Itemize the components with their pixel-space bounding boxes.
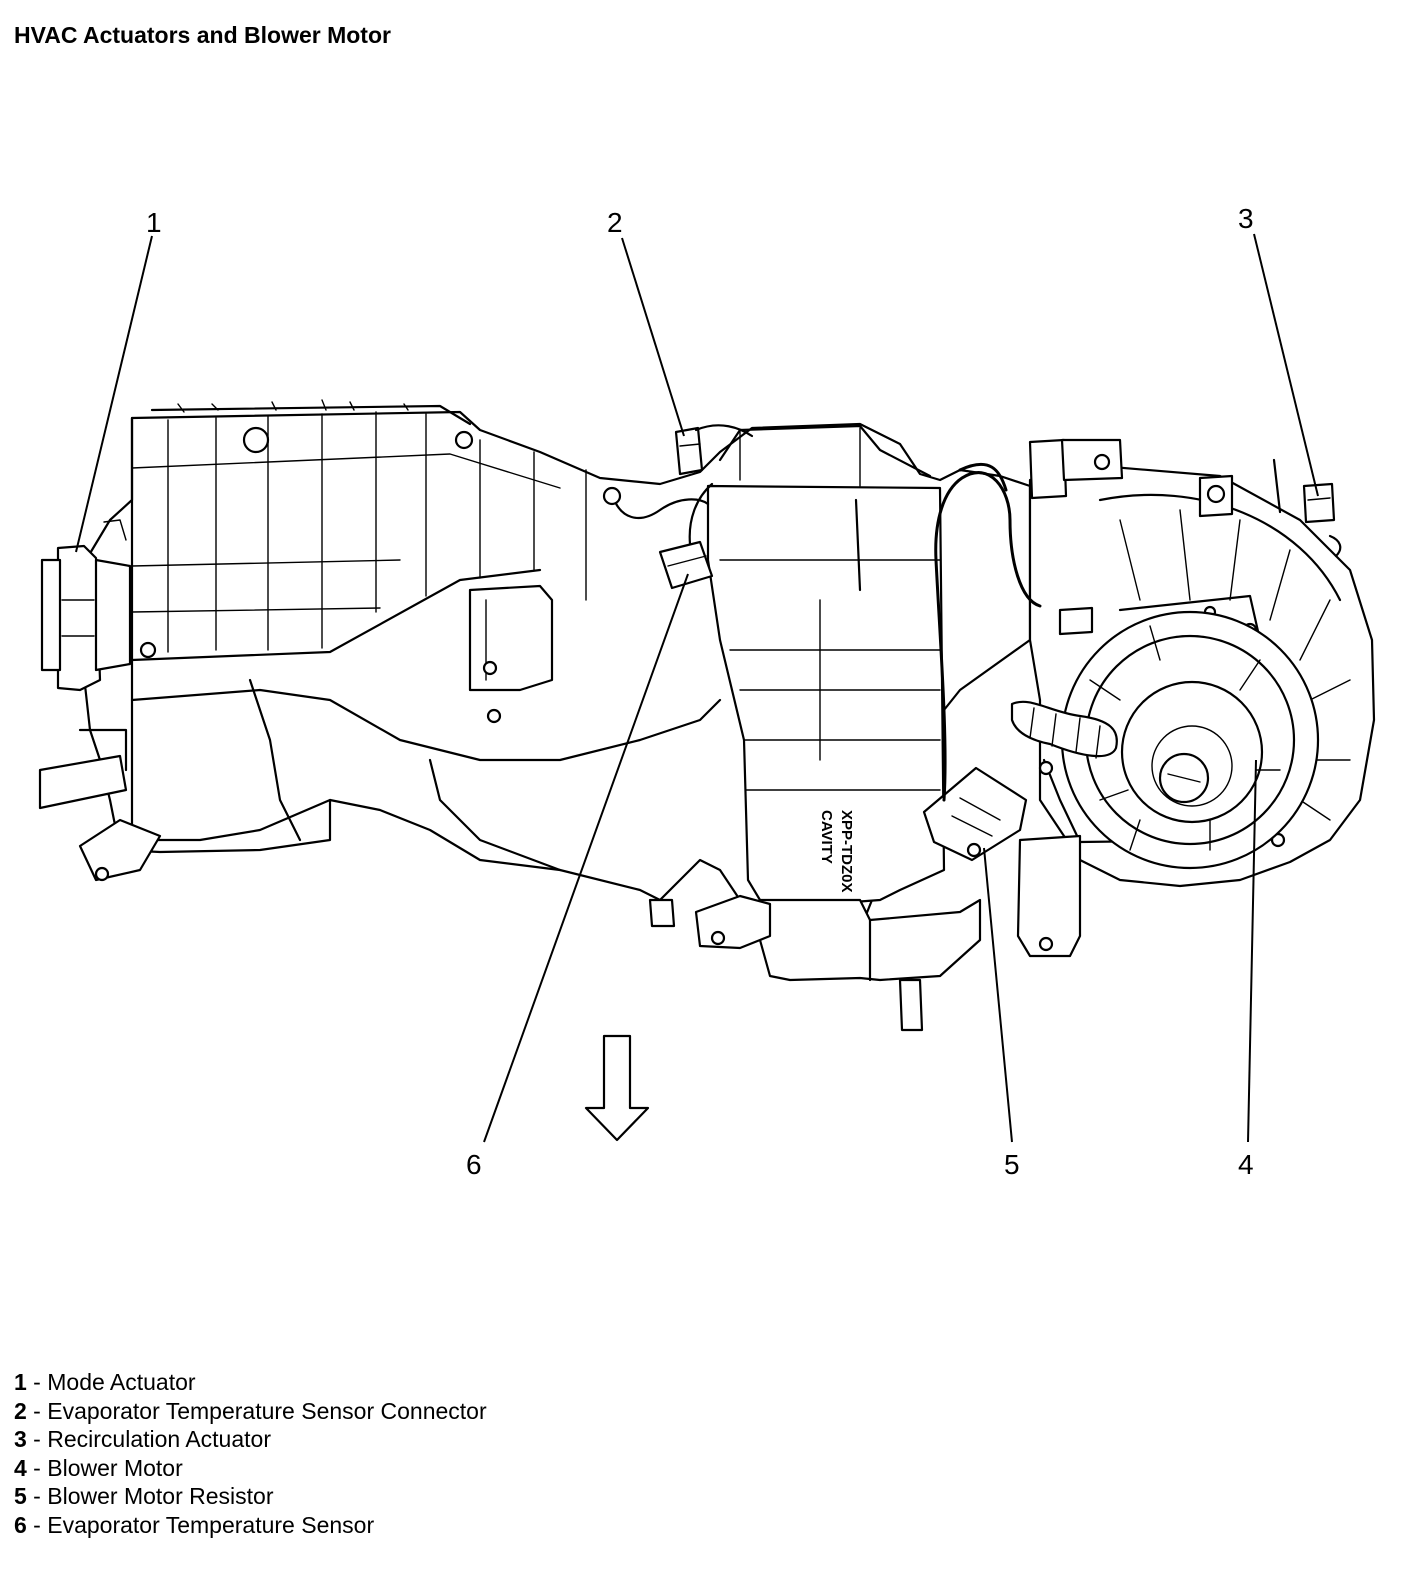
down-arrow-icon xyxy=(584,1034,650,1142)
legend-item-2: 2 - Evaporator Temperature Sensor Connec… xyxy=(14,1397,487,1424)
callout-6: 6 xyxy=(466,1149,482,1180)
evaporator-temperature-sensor xyxy=(602,482,714,590)
leader-line-4 xyxy=(1247,759,1257,1143)
mode-actuator xyxy=(40,519,157,692)
part-marking-line1: XPP-TDZ0X xyxy=(838,810,855,893)
leader-lines xyxy=(75,233,1319,1143)
recirculation-actuator xyxy=(1272,458,1342,558)
evaporator-temperature-sensor-connector xyxy=(674,424,754,476)
callout-4: 4 xyxy=(1238,1149,1254,1180)
legend-item-3: 3 - Recirculation Actuator xyxy=(14,1426,271,1453)
callout-5: 5 xyxy=(1004,1149,1020,1180)
legend-item-5: 5 - Blower Motor Resistor xyxy=(14,1483,274,1510)
leader-line-1 xyxy=(75,235,153,553)
callout-3: 3 xyxy=(1238,203,1254,234)
callout-2: 2 xyxy=(607,207,623,238)
page-title: HVAC Actuators and Blower Motor xyxy=(14,22,391,48)
leader-line-5 xyxy=(983,847,1013,1143)
leader-line-6 xyxy=(483,573,689,1143)
blower-motor-resistor xyxy=(922,463,1118,862)
blower-housing xyxy=(1016,438,1376,958)
legend-item-1: 1 - Mode Actuator xyxy=(14,1369,196,1395)
callout-1: 1 xyxy=(146,207,162,238)
leader-line-3 xyxy=(1253,233,1319,497)
callout-numbers: 1 2 3 4 5 6 xyxy=(146,203,1254,1180)
legend: 1 - Mode Actuator 2 - Evaporator Tempera… xyxy=(14,1368,487,1540)
evaporator-case: XPP-TDZ0X CAVITY xyxy=(648,424,982,1032)
legend-item-4: 4 - Blower Motor xyxy=(14,1454,183,1481)
part-marking-line2: CAVITY xyxy=(818,810,835,864)
legend-item-6: 6 - Evaporator Temperature Sensor xyxy=(14,1511,375,1538)
leader-line-2 xyxy=(621,237,685,437)
